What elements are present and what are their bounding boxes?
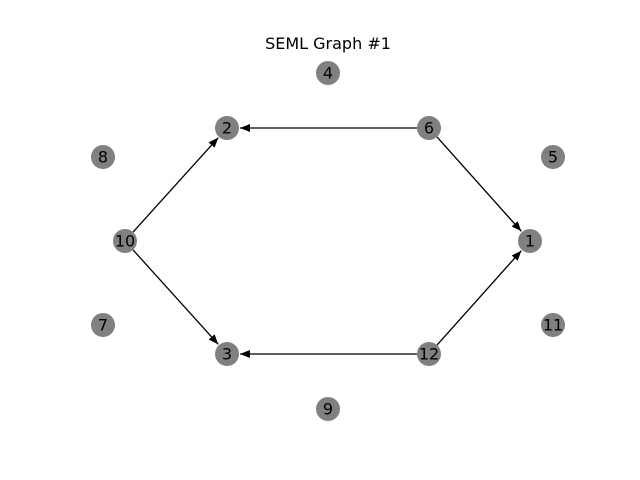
node-label: 5 [548, 148, 558, 167]
node-label: 7 [98, 316, 108, 335]
edge-6-to-1 [436, 136, 522, 232]
node-label: 11 [543, 316, 563, 335]
edge-12-to-1 [436, 250, 522, 346]
node-label: 8 [98, 148, 108, 167]
node-7: 7 [91, 313, 115, 337]
node-8: 8 [91, 145, 115, 169]
node-6: 6 [417, 116, 441, 140]
node-circle [541, 145, 565, 169]
node-label: 3 [222, 345, 232, 364]
node-2: 2 [215, 116, 239, 140]
node-circle [316, 61, 340, 85]
node-circle [417, 116, 441, 140]
node-label: 4 [323, 64, 333, 83]
node-circle [316, 397, 340, 421]
node-1: 1 [518, 229, 542, 253]
node-label: 2 [222, 119, 232, 138]
node-circle [91, 145, 115, 169]
edge-layer [132, 124, 522, 358]
node-label: 1 [525, 232, 535, 251]
node-label: 6 [424, 119, 434, 138]
node-3: 3 [215, 342, 239, 366]
node-10: 10 [113, 229, 137, 253]
node-circle [417, 342, 441, 366]
node-circle [215, 116, 239, 140]
node-label: 10 [115, 232, 135, 251]
graph-title: SEML Graph #1 [265, 34, 391, 53]
node-label: 12 [419, 345, 439, 364]
node-12: 12 [417, 342, 441, 366]
node-circle [91, 313, 115, 337]
node-circle [541, 313, 565, 337]
node-circle [215, 342, 239, 366]
node-5: 5 [541, 145, 565, 169]
node-9: 9 [316, 397, 340, 421]
node-4: 4 [316, 61, 340, 85]
edge-10-to-2 [132, 137, 219, 233]
node-circle [518, 229, 542, 253]
node-label: 9 [323, 400, 333, 419]
node-11: 11 [541, 313, 565, 337]
edge-10-to-3 [132, 249, 219, 345]
node-circle [113, 229, 137, 253]
